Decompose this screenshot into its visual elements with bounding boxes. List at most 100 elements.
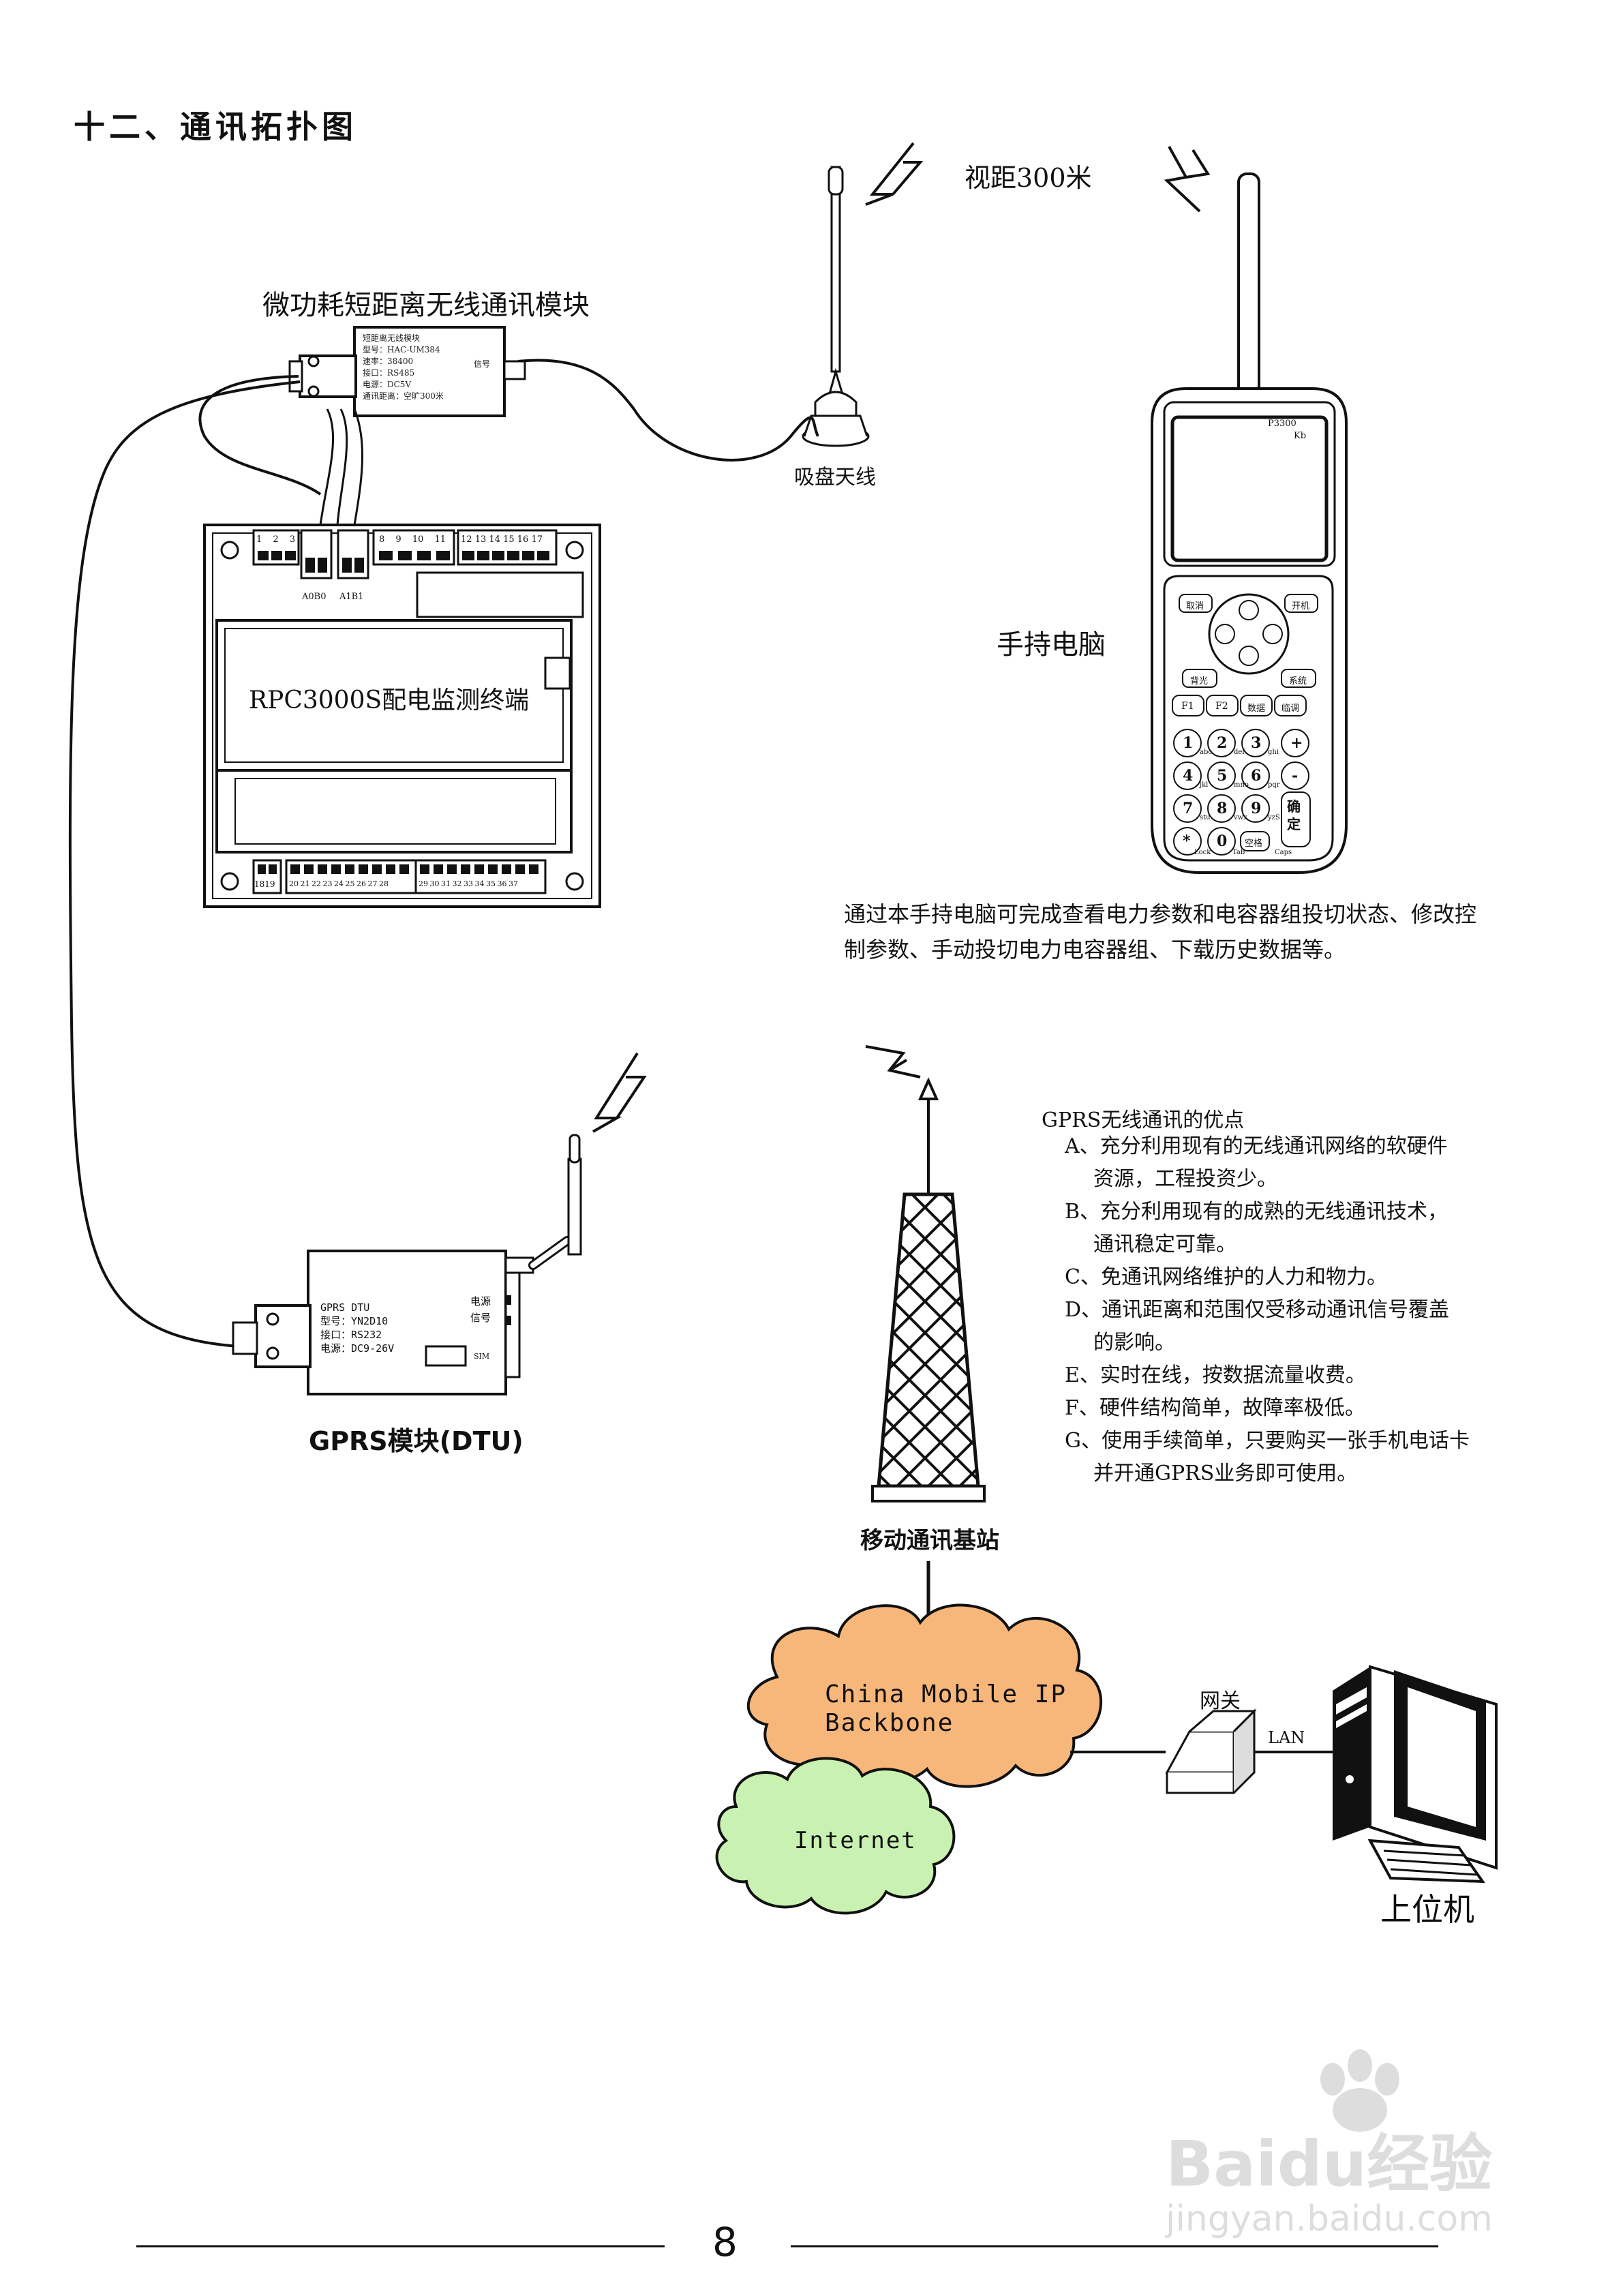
- baidu-paw-icon: [1320, 2049, 1399, 2132]
- key-sub: Caps: [1275, 849, 1292, 856]
- key-sub: yzS: [1268, 814, 1280, 821]
- wireless-module-label: 短距离无线模块 型号：HAC-UM384 速率：38400 接口：RS485 电…: [363, 333, 444, 402]
- terminal-numbers-bottom-b: 20 21 22 23 24 25 26 27 28: [289, 879, 389, 888]
- internet-cloud-label: Internet: [794, 1827, 917, 1854]
- key-system: 系统: [1289, 676, 1307, 686]
- terminal-numbers-top-c: 12 13 14 15 16 17: [461, 534, 543, 545]
- terminal-numbers-top-b: 8 9 10 11: [379, 534, 446, 545]
- advantage-item: F、硬件结构简单，故障率极低。: [1065, 1396, 1365, 1420]
- module-line: 通讯距离：空旷300米: [363, 391, 444, 401]
- terminal-name: RPC3000S配电监测终端: [249, 686, 530, 714]
- key-plus: +: [1290, 734, 1303, 752]
- lan-label: LAN: [1268, 1728, 1305, 1747]
- wireless-module: [288, 326, 526, 417]
- watermark-url: jingyan.baidu.com: [1166, 2199, 1493, 2239]
- key-4: 4: [1183, 767, 1194, 785]
- gateway-label: 网关: [1200, 1689, 1241, 1713]
- backbone-line: Backbone: [825, 1709, 954, 1737]
- key-5: 5: [1217, 767, 1228, 785]
- advantage-item: D、通讯距离和范围仅受移动通讯信号覆盖: [1065, 1298, 1450, 1322]
- key-sub: mno: [1234, 781, 1249, 789]
- dtu-label: GPRS DTU 型号：YN2D10 接口：RS232 电源：DC9-26V: [320, 1301, 394, 1355]
- module-line: 短距离无线模块: [363, 333, 421, 343]
- internet-cloud: [715, 1757, 956, 1915]
- key-minus: -: [1292, 767, 1299, 785]
- key-sub: def: [1234, 749, 1245, 756]
- advantage-item: G、使用手续简单，只要购买一张手机电话卡: [1065, 1429, 1470, 1453]
- backbone-cloud-label: China Mobile IP Backbone: [825, 1680, 1067, 1738]
- terminal-numbers-bottom-a: 1819: [254, 879, 275, 889]
- host-computer: [1333, 1665, 1498, 1884]
- gprs-dtu: [232, 1134, 582, 1395]
- module-line: 电源：DC5V: [363, 380, 412, 389]
- port-label-a0b0: A0B0: [302, 592, 327, 602]
- advantage-item: 的影响。: [1093, 1331, 1175, 1355]
- key-f2: F2: [1215, 701, 1228, 712]
- dtu-line: 型号：YN2D10: [320, 1315, 389, 1327]
- key-6: 6: [1251, 767, 1262, 785]
- handheld-model: P3300: [1268, 419, 1296, 429]
- key-star: *: [1183, 832, 1191, 850]
- gateway-device: [1165, 1708, 1257, 1794]
- signal-bolt-icon: [592, 1052, 647, 1133]
- terminal-numbers-bottom-c: 29 30 31 32 33 34 35 36 37: [419, 879, 518, 888]
- handheld-computer: [1151, 172, 1348, 874]
- key-sub: pqr: [1268, 781, 1280, 789]
- key-8: 8: [1217, 800, 1228, 817]
- advantage-item: 资源，工程投资少。: [1093, 1167, 1277, 1191]
- dtu-power-label: 电源: [470, 1295, 491, 1308]
- handheld-screen-tag: Kb: [1294, 431, 1307, 441]
- key-sub: stu: [1200, 814, 1211, 821]
- signal-bolt-icon: [865, 142, 924, 206]
- host-label: 上位机: [1380, 1891, 1474, 1928]
- key-adjust: 临调: [1281, 704, 1300, 714]
- gprs-advantages-list: A、充分利用现有的无线通讯网络的软硬件 资源，工程投资少。 B、充分利用现有的成…: [1065, 1130, 1470, 1490]
- suction-antenna: [802, 166, 870, 447]
- handheld-label: 手持电脑: [997, 629, 1106, 661]
- page-number: 8: [712, 2219, 738, 2265]
- advantage-item: 通讯稳定可靠。: [1093, 1233, 1237, 1256]
- key-sub: Tab: [1232, 849, 1245, 856]
- key-f1: F1: [1181, 701, 1194, 712]
- rpc3000s-terminal: [203, 524, 601, 908]
- key-space: 空格: [1245, 839, 1263, 849]
- dtu-line: 电源：DC9-26V: [320, 1342, 395, 1355]
- antenna-label: 吸盘天线: [794, 466, 876, 489]
- mobile-base-station: [871, 1077, 986, 1616]
- section-title: 十二、通讯拓扑图: [74, 108, 357, 145]
- key-9: 9: [1251, 800, 1262, 817]
- advantage-item: 并开通GPRS业务即可使用。: [1093, 1462, 1358, 1485]
- key-data: 数据: [1247, 704, 1266, 714]
- signal-bolt-icon: [865, 1045, 921, 1078]
- key-sub: vwx: [1234, 814, 1247, 821]
- wireless-module-title: 微功耗短距离无线通讯模块: [262, 290, 590, 321]
- module-line: 型号：HAC-UM384: [363, 345, 440, 354]
- gprs-advantages-title: GPRS无线通讯的优点: [1042, 1108, 1245, 1132]
- key-backlight: 背光: [1190, 676, 1209, 686]
- backbone-line: China Mobile IP: [825, 1680, 1067, 1708]
- key-3: 3: [1251, 734, 1262, 752]
- sight-distance-label: 视距300米: [965, 163, 1092, 193]
- handheld-description: 通过本手持电脑可完成查看电力参数和电容器组投切状态、修改控制参数、手动投切电力电…: [844, 901, 1477, 963]
- dtu-signal-label: 信号: [470, 1312, 491, 1324]
- module-line: 接口：RS485: [363, 368, 415, 378]
- dtu-caption: GPRS模块(DTU): [309, 1426, 524, 1456]
- advantage-item: C、免通讯网络维护的人力和物力。: [1065, 1265, 1387, 1289]
- module-line: 速率：38400: [363, 357, 414, 366]
- key-2: 2: [1217, 734, 1228, 752]
- key-0: 0: [1217, 832, 1228, 850]
- advantage-item: E、实时在线，按数据流量收费。: [1065, 1363, 1366, 1387]
- signal-bolt-icon: [1164, 146, 1211, 213]
- tower-label: 移动通讯基站: [860, 1527, 999, 1554]
- port-label-a1b1: A1B1: [339, 592, 364, 602]
- key-sub: ghi: [1268, 749, 1279, 756]
- key-power: 开机: [1292, 601, 1310, 611]
- key-1: 1: [1183, 734, 1194, 752]
- dtu-line: 接口：RS232: [320, 1329, 382, 1341]
- key-enter: 确定: [1287, 798, 1301, 832]
- dtu-line: GPRS DTU: [320, 1301, 370, 1314]
- key-cancel: 取消: [1186, 601, 1204, 611]
- terminal-numbers-top-a: 1 2 3: [256, 534, 300, 545]
- dtu-sim-label: SIM: [474, 1352, 490, 1361]
